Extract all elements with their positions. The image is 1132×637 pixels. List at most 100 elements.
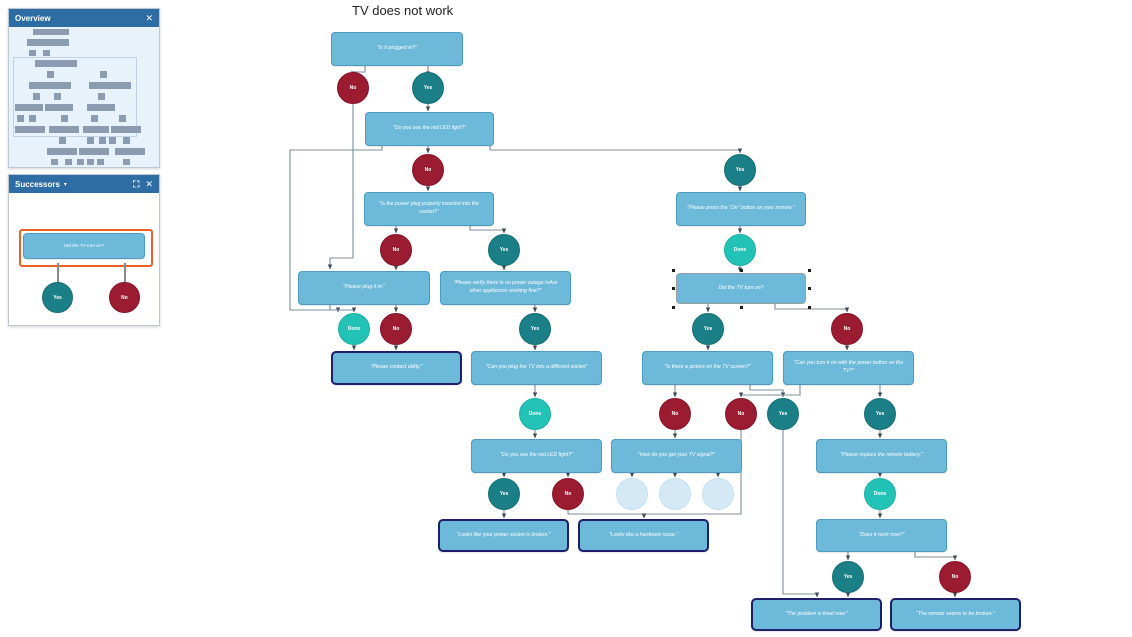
node-label: Yes (735, 167, 745, 173)
node-box-terminal[interactable]: "Looks like your power socket is broken.… (438, 519, 569, 552)
node-box-terminal[interactable]: "The problem is fixed now." (751, 598, 882, 631)
node-circle-no[interactable]: No (939, 561, 971, 593)
node-label: Yes (703, 326, 713, 332)
node-label: No (564, 491, 572, 497)
node-circle-no[interactable]: No (380, 234, 412, 266)
successors-edge (57, 263, 59, 283)
node-label: "The remote seems to be broken." (916, 610, 995, 617)
node-label: "Please plug it in." (343, 284, 385, 291)
node-label: "Can you plug the TV into a different so… (485, 364, 588, 371)
node-circle-yes[interactable]: Yes (519, 313, 551, 345)
node-box[interactable]: "Can you turn it on with the power butto… (783, 351, 914, 385)
node-box[interactable]: "Do you see the red LED light?" (471, 439, 602, 473)
node-label: Yes (875, 411, 885, 417)
node-label: "Please press the “On” button on your re… (687, 205, 795, 212)
node-circle-no[interactable]: No (831, 313, 863, 345)
node-circle-yes[interactable]: Yes (692, 313, 724, 345)
selection-ring (19, 229, 153, 267)
node-circle-yes[interactable]: Yes (724, 154, 756, 186)
node-label: No (951, 574, 959, 580)
node-circle-no[interactable]: No (337, 72, 369, 104)
node-box[interactable]: "Is it plugged in?" (331, 32, 463, 66)
chevron-down-icon[interactable]: ▾ (63, 181, 67, 188)
node-circle-no[interactable]: No (380, 313, 412, 345)
node-label: No (392, 247, 400, 253)
node-label: No (737, 411, 745, 417)
close-icon[interactable]: ✕ (145, 178, 153, 189)
node-label: Yes (499, 491, 509, 497)
node-label: "Do you see the red LED light?" (393, 125, 466, 132)
node-label: "Please contact utility." (370, 364, 423, 371)
node-box[interactable]: "Does it work now?" (816, 519, 947, 552)
node-label: "Is it plugged in?" (376, 45, 418, 52)
successors-panel[interactable]: Successors ▾ ⛶ ✕ Did the TV turn on? Yes… (8, 174, 160, 326)
node-label: No (392, 326, 400, 332)
node-label: "Does it work now?" (858, 531, 905, 538)
node-box[interactable]: "Please plug it in." (298, 271, 430, 305)
node-label: Done (528, 411, 542, 417)
node-label: "Looks like your power socket is broken.… (456, 531, 551, 538)
node-box-selected[interactable]: Did the TV turn on? (676, 273, 806, 304)
node-circle-blank[interactable] (616, 478, 648, 510)
node-circle-done[interactable]: Done (519, 398, 551, 430)
successors-child-yes[interactable]: Yes (42, 282, 73, 313)
node-circle-yes[interactable]: Yes (488, 234, 520, 266)
node-label: "Do you see the red LED light?" (500, 452, 573, 459)
close-icon[interactable]: ✕ (145, 12, 153, 23)
successors-panel-title: Successors (15, 179, 60, 189)
overview-thumbnail[interactable] (9, 27, 159, 167)
node-label: Yes (499, 247, 509, 253)
node-label: Done (733, 247, 747, 253)
node-box[interactable]: "Do you see the red LED light?" (365, 112, 494, 146)
node-label: Yes (843, 574, 853, 580)
node-label: No (424, 167, 432, 173)
overview-panel[interactable]: Overview ✕ (8, 8, 160, 168)
node-circle-no[interactable]: No (659, 398, 691, 430)
node-label: "Is the power plug properly inserted int… (379, 201, 479, 215)
node-box[interactable]: "Please replace the remote battery." (816, 439, 947, 473)
overview-panel-header: Overview ✕ (9, 9, 159, 27)
node-circle-yes[interactable]: Yes (864, 398, 896, 430)
successors-body[interactable]: Did the TV turn on? Yes No (9, 193, 159, 324)
node-label: "Please verify there is no power outage.… (453, 280, 558, 294)
node-box-terminal[interactable]: "The remote seems to be broken." (890, 598, 1021, 631)
node-circle-no[interactable]: No (725, 398, 757, 430)
node-label: Yes (530, 326, 540, 332)
node-circle-yes[interactable]: Yes (488, 478, 520, 510)
node-label: "The problem is fixed now." (785, 610, 848, 617)
node-circle-done[interactable]: Done (864, 478, 896, 510)
node-circle-no[interactable]: No (412, 154, 444, 186)
node-circle-yes[interactable]: Yes (832, 561, 864, 593)
node-circle-done[interactable]: Done (338, 313, 370, 345)
node-label: Yes (423, 85, 433, 91)
node-circle-blank[interactable] (659, 478, 691, 510)
node-box-terminal[interactable]: "Looks like a hardware issue." (578, 519, 709, 552)
expand-icon[interactable]: ⛶ (133, 178, 140, 189)
node-box[interactable]: "Can you plug the TV into a different so… (471, 351, 602, 385)
node-box[interactable]: "Is there a picture on the TV screen?" (642, 351, 773, 385)
node-label: No (349, 85, 357, 91)
node-box[interactable]: "Please verify there is no power outage.… (440, 271, 571, 305)
successors-child-no[interactable]: No (109, 282, 140, 313)
node-circle-yes[interactable]: Yes (767, 398, 799, 430)
node-label: No (843, 326, 851, 332)
node-circle-no[interactable]: No (552, 478, 584, 510)
node-circle-blank[interactable] (702, 478, 734, 510)
node-box[interactable]: "Is the power plug properly inserted int… (364, 192, 494, 226)
node-circle-yes[interactable]: Yes (412, 72, 444, 104)
node-circle-done[interactable]: Done (724, 234, 756, 266)
node-label: "How do you get your TV signal?" (637, 452, 716, 459)
successors-edge (124, 263, 126, 283)
overview-panel-title: Overview (15, 13, 51, 23)
node-label: Done (347, 326, 361, 332)
node-box-terminal[interactable]: "Please contact utility." (331, 351, 462, 385)
successors-selected-node[interactable]: Did the TV turn on? (23, 233, 145, 259)
node-label: "Looks like a hardware issue." (608, 531, 679, 538)
node-label: Did the TV turn on? (718, 284, 764, 291)
successors-panel-header: Successors ▾ ⛶ ✕ (9, 175, 159, 193)
node-label: "Is there a picture on the TV screen?" (664, 364, 751, 371)
node-box[interactable]: "How do you get your TV signal?" (611, 439, 742, 473)
node-box[interactable]: "Please press the “On” button on your re… (676, 192, 806, 226)
page-title: TV does not work (352, 3, 454, 18)
